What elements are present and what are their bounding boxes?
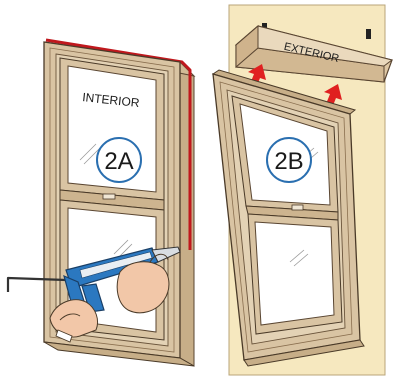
step-label-2b: 2B xyxy=(274,148,303,175)
sash-lock-icon xyxy=(103,194,115,199)
step-label-2a: 2A xyxy=(104,148,133,175)
sash-lock-icon xyxy=(292,205,303,210)
